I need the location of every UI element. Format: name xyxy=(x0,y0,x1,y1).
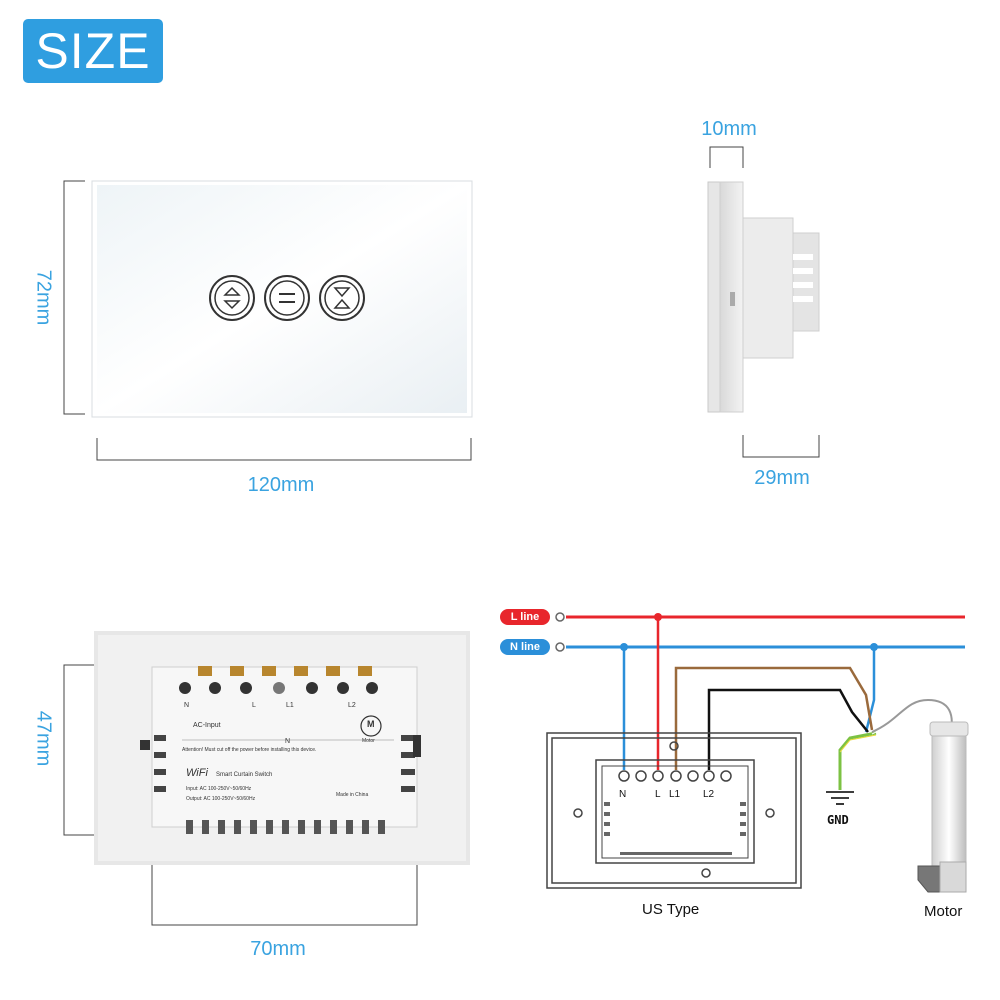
back-panel-labels: N AC-Input L L1 L2 N M Motor Attention! … xyxy=(178,699,408,809)
motor-symbol xyxy=(360,715,382,737)
gnd-label: GND xyxy=(827,813,849,827)
terminal-l1: L1 xyxy=(286,702,294,709)
motor-label: Motor xyxy=(924,903,963,920)
curtain-close-icon xyxy=(319,275,365,321)
dimension-depth: 29mm xyxy=(754,467,810,489)
n-line-label: N line xyxy=(510,641,540,653)
dimension-thickness: 10mm xyxy=(701,118,757,140)
curtain-pause-icon xyxy=(264,275,310,321)
us-type-label: US Type xyxy=(642,901,700,918)
motor-letter: M xyxy=(367,719,375,729)
product-name: Smart Curtain Switch xyxy=(216,772,273,778)
front-panel xyxy=(91,180,473,418)
terminal-l2: L2 xyxy=(348,702,356,709)
ground-icon xyxy=(826,791,854,805)
wiring-terminal-l: L xyxy=(655,789,661,800)
wiring-diagram xyxy=(500,609,969,893)
output-spec: Output: AC 100-250V~50/60Hz xyxy=(186,796,256,802)
n-line-tag xyxy=(500,639,550,655)
wiring-terminal-l2: L2 xyxy=(703,789,715,800)
dimension-width-module: 70mm xyxy=(250,938,306,960)
dimension-height-module: 47mm xyxy=(32,710,55,767)
motor-icon xyxy=(917,721,969,893)
terminal-l: L xyxy=(252,702,256,709)
curtain-open-icon xyxy=(209,275,255,321)
motor-word: Motor xyxy=(362,738,375,744)
input-spec: Input: AC 100-250V~50/60Hz xyxy=(186,786,252,792)
l-line-label: L line xyxy=(510,611,540,623)
ac-input-label: AC-Input xyxy=(193,722,221,729)
made-in-label: Made in China xyxy=(336,792,369,798)
us-type-switch xyxy=(546,732,802,889)
side-view xyxy=(707,181,820,413)
l-line-tag xyxy=(500,609,550,625)
wiring-terminal-l1: L1 xyxy=(669,789,681,800)
size-badge: SIZE xyxy=(23,19,163,83)
terminal-n: N xyxy=(184,702,190,709)
back-panel xyxy=(94,631,470,865)
dimension-height-front: 72mm xyxy=(32,269,55,326)
n-label: N xyxy=(285,738,291,745)
warning-text: Attention! Must cut off the power before… xyxy=(182,747,317,753)
dimension-width-front: 120mm xyxy=(247,474,315,496)
wifi-label: WiFi xyxy=(186,767,208,779)
wiring-terminal-n: N xyxy=(619,789,627,800)
